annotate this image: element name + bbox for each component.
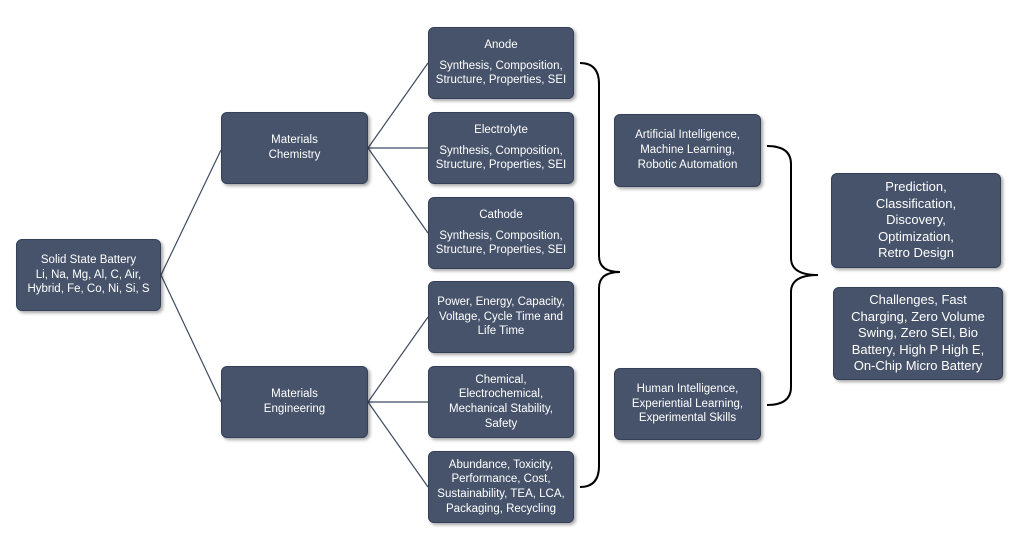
node-text: Materials	[271, 388, 318, 401]
node-text: Electrochemical,	[458, 388, 544, 401]
node-text: Materials	[271, 134, 318, 147]
right-curly-brace	[766, 145, 819, 406]
node-text: Machine Learning,	[640, 144, 735, 157]
connector-engineering-abundance	[367, 401, 429, 488]
electrolyte-node: Electrolyte Synthesis, Composition, Stru…	[428, 112, 574, 184]
node-text: Engineering	[263, 403, 326, 415]
node-title: Electrolyte	[474, 123, 528, 136]
node-text: Abundance, Toxicity,	[448, 458, 554, 471]
connector-engineering-power	[367, 316, 429, 403]
node-text: Li, Na, Mg, Al, C, Air,	[35, 268, 142, 281]
node-title: Anode	[484, 38, 518, 51]
node-text: Life Time	[477, 325, 525, 338]
node-text: Charging, Zero Volume	[851, 308, 985, 324]
node-text: Structure, Properties, SEI	[435, 244, 567, 257]
materials-engineering-node: Materials Engineering	[221, 366, 368, 438]
node-text: Structure, Properties, SEI	[435, 159, 567, 172]
node-text: Hybrid, Fe, Co, Ni, Si, S	[27, 283, 150, 296]
connector-root-engineering	[160, 274, 222, 403]
node-text: Experimental Skills	[638, 412, 737, 425]
node-text: Prediction,	[885, 178, 947, 194]
anode-node: Anode Synthesis, Composition, Structure,…	[428, 27, 574, 99]
node-text: Chemistry	[268, 149, 321, 161]
node-text: Solid State Battery	[40, 253, 137, 266]
stability-safety-node: Chemical, Electrochemical, Mechanical St…	[428, 366, 574, 438]
node-text: Synthesis, Composition,	[439, 59, 563, 72]
node-text: Synthesis, Composition,	[439, 144, 563, 157]
solid-state-battery-node: Solid State Battery Li, Na, Mg, Al, C, A…	[16, 239, 161, 311]
node-text: Synthesis, Composition,	[439, 229, 563, 242]
node-text: Battery, High P High E,	[851, 341, 985, 357]
node-text: Performance, Cost,	[451, 473, 551, 486]
node-text: Mechanical Stability,	[449, 403, 553, 415]
node-title: Cathode	[479, 208, 523, 221]
abundance-recycling-node: Abundance, Toxicity, Performance, Cost, …	[428, 451, 574, 523]
node-text: Experiential Learning,	[631, 397, 744, 410]
human-intelligence-node: Human Intelligence, Experiential Learnin…	[614, 368, 761, 440]
node-text: Artificial Intelligence,	[635, 129, 740, 142]
node-text: Human Intelligence,	[636, 382, 739, 395]
node-text: Chemical,	[475, 373, 527, 386]
node-text: Challenges, Fast	[869, 291, 967, 307]
node-text: On-Chip Micro Battery	[853, 358, 983, 374]
node-text: Classification,	[875, 195, 957, 211]
node-text: Optimization,	[878, 228, 954, 244]
connector-chemistry-cathode	[367, 147, 429, 234]
node-text: Safety	[484, 417, 518, 430]
connector-root-chemistry	[160, 149, 222, 276]
materials-chemistry-node: Materials Chemistry	[221, 112, 368, 184]
node-text: Swing, Zero SEI, Bio	[858, 325, 978, 341]
artificial-intelligence-node: Artificial Intelligence, Machine Learnin…	[614, 114, 761, 187]
challenges-node: Challenges, Fast Charging, Zero Volume S…	[833, 287, 1003, 380]
node-text: Power, Energy, Capacity,	[437, 295, 565, 308]
node-text: Discovery,	[886, 212, 946, 228]
prediction-outcomes-node: Prediction, Classification, Discovery, O…	[831, 173, 1001, 268]
cathode-node: Cathode Synthesis, Composition, Structur…	[428, 197, 574, 269]
connector-chemistry-anode	[367, 62, 429, 149]
power-energy-node: Power, Energy, Capacity, Voltage, Cycle …	[428, 281, 574, 353]
node-text: Structure, Properties, SEI	[435, 74, 567, 87]
node-text: Packaging, Recycling	[446, 502, 556, 515]
node-text: Sustainability, TEA, LCA,	[437, 488, 565, 500]
node-text: Robotic Automation	[637, 158, 738, 171]
node-text: Voltage, Cycle Time and	[438, 310, 563, 323]
node-text: Retro Design	[878, 245, 954, 261]
left-curly-brace	[579, 62, 621, 488]
